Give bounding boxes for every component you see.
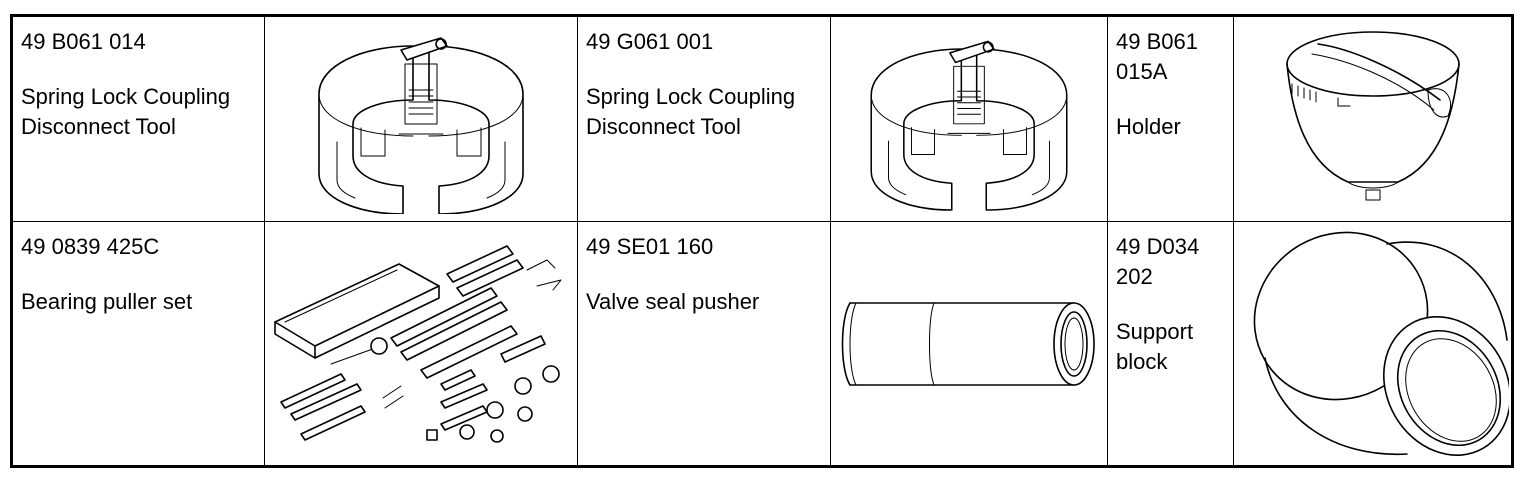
tool-name: Holder xyxy=(1116,114,1181,139)
tool-image-cell xyxy=(830,15,1108,222)
table-row: 49 0839 425C Bearing puller set xyxy=(11,221,1513,467)
tool-name: Support block xyxy=(1116,319,1194,374)
holder-bowl-icon xyxy=(1285,31,1460,201)
tool-info-cell: 49 B061 015A Holder xyxy=(1107,15,1234,222)
tool-image-cell xyxy=(830,221,1108,467)
valve-seal-pusher-icon xyxy=(841,301,1095,386)
tool-info-cell: 49 B061 014 Spring Lock Coupling Disconn… xyxy=(11,15,265,222)
tool-image-cell xyxy=(264,15,578,222)
tool-name: Spring Lock Coupling Disconnect Tool xyxy=(586,84,796,139)
coupling-tool-icon xyxy=(870,40,1068,211)
tool-name: Valve seal pusher xyxy=(586,289,760,314)
part-number: 49 D034 202 xyxy=(1116,234,1200,289)
special-tools-table: 49 B061 014 Spring Lock Coupling Disconn… xyxy=(10,14,1514,468)
tool-info-cell: 49 0839 425C Bearing puller set xyxy=(11,221,265,467)
part-number: 49 SE01 160 xyxy=(586,234,714,259)
support-block-icon xyxy=(1253,231,1509,456)
part-number: 49 B061 015A xyxy=(1116,29,1198,84)
coupling-tool-icon xyxy=(318,37,524,214)
tool-name: Spring Lock Coupling Disconnect Tool xyxy=(21,84,231,139)
tool-info-cell: 49 G061 001 Spring Lock Coupling Disconn… xyxy=(577,15,831,222)
tool-info-cell: 49 SE01 160 Valve seal pusher xyxy=(577,221,831,467)
tool-image-cell xyxy=(1233,221,1513,467)
table-row: 49 B061 014 Spring Lock Coupling Disconn… xyxy=(11,15,1513,222)
part-number: 49 G061 001 xyxy=(586,29,714,54)
part-number: 49 B061 014 xyxy=(21,29,146,54)
tool-name: Bearing puller set xyxy=(21,289,193,314)
tool-image-cell xyxy=(1233,15,1513,222)
tool-image-cell xyxy=(264,221,578,467)
bearing-puller-set-icon xyxy=(274,244,562,443)
tool-info-cell: 49 D034 202 Support block xyxy=(1107,221,1234,467)
part-number: 49 0839 425C xyxy=(21,234,160,259)
